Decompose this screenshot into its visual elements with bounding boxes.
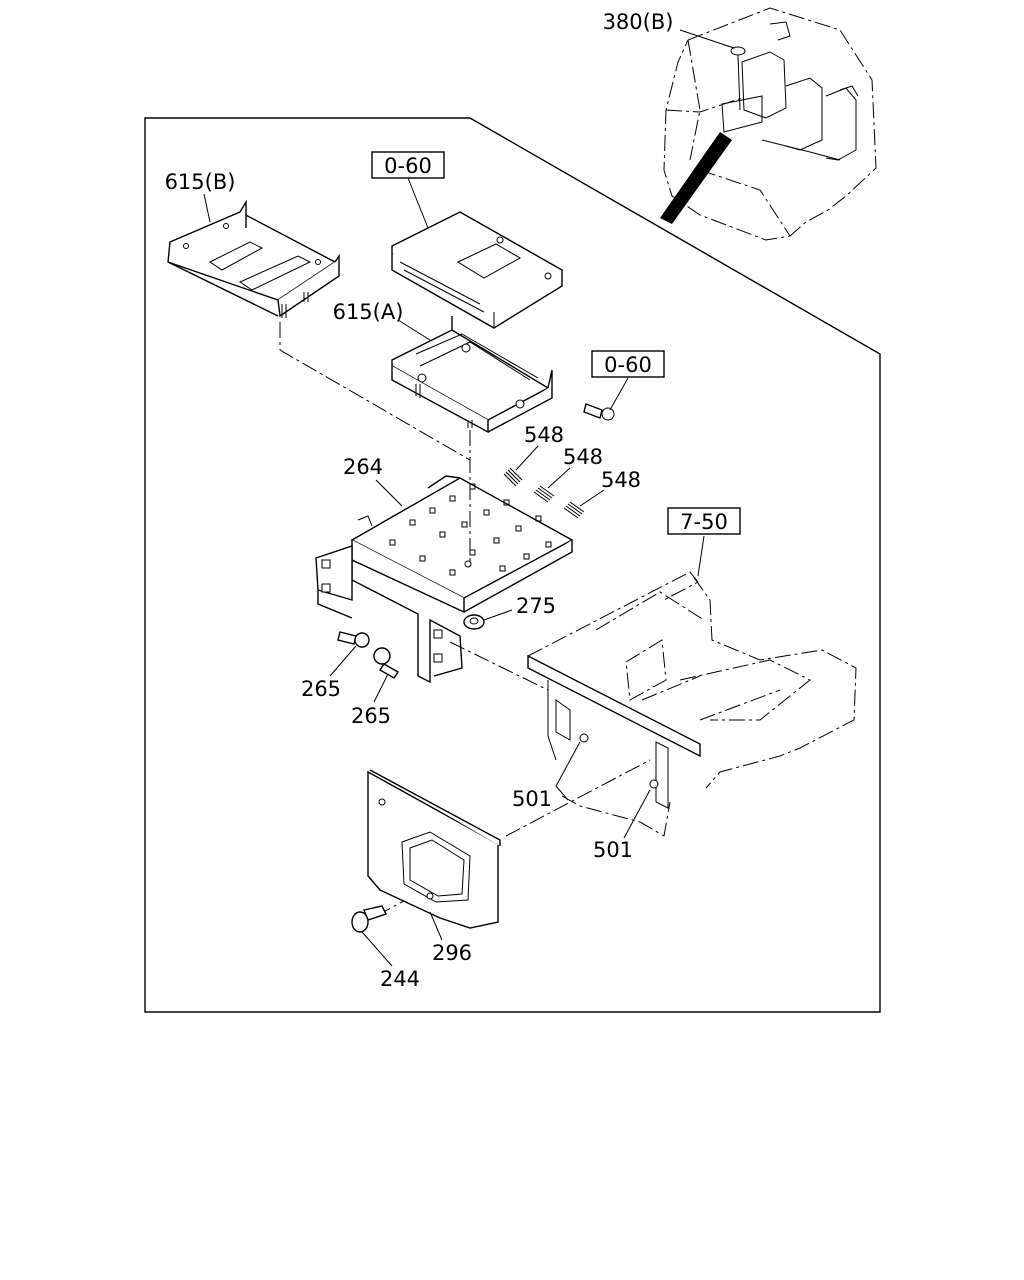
- leader-264: [375, 479, 403, 507]
- callout-548b: 548: [563, 445, 603, 469]
- callout-501a: 501: [512, 787, 552, 811]
- leader-275: [483, 609, 513, 621]
- callout-264: 264: [343, 455, 383, 479]
- dashline-a: [279, 322, 471, 461]
- ecu-unit: [391, 211, 564, 329]
- leader-244: [361, 931, 393, 967]
- callout-265a: 265: [301, 677, 341, 701]
- leader-296: [429, 911, 443, 941]
- dashline-c: [449, 641, 549, 691]
- leader-615b: [203, 193, 211, 223]
- screw-060b: [583, 403, 615, 421]
- ref-label-060a: 0-60: [384, 154, 432, 178]
- ref-label-060b: 0-60: [604, 353, 652, 377]
- bolt-244: [351, 905, 387, 933]
- callout-275: 275: [516, 594, 556, 618]
- callout-380b: 380(B): [603, 10, 674, 34]
- dashline-d: [505, 759, 651, 837]
- callout-615b: 615(B): [165, 170, 236, 194]
- leader-265b: [373, 673, 389, 703]
- leader-060a: [407, 177, 429, 229]
- bracket-264: [315, 475, 574, 684]
- spring-548: [503, 467, 585, 519]
- ref-box-060a: [371, 151, 445, 179]
- callout-265b: 265: [351, 704, 391, 728]
- cover-296: [367, 769, 501, 929]
- leader-265a: [329, 645, 357, 677]
- cab-thumbnail: [660, 7, 877, 241]
- ref-box-750: [667, 507, 741, 535]
- leader-750: [697, 535, 705, 577]
- leader-548a: [515, 445, 539, 471]
- ref-box-060b: [591, 350, 665, 378]
- leader-501a2: [555, 785, 569, 801]
- leader-501b: [623, 789, 651, 839]
- screw-265a: [337, 631, 370, 648]
- leader-615a: [397, 319, 431, 341]
- diagram-frame: [144, 117, 881, 1013]
- bracket-615b: [167, 199, 340, 318]
- bracket-615a: [391, 316, 553, 434]
- callout-548a: 548: [524, 423, 564, 447]
- callout-244: 244: [380, 967, 420, 991]
- leader-060b: [609, 377, 629, 411]
- callout-296: 296: [432, 941, 472, 965]
- leader-548b: [547, 467, 571, 489]
- callout-548c: 548: [601, 468, 641, 492]
- screw-265b: [373, 647, 399, 679]
- callout-501b: 501: [593, 838, 633, 862]
- floor-panel: [527, 571, 857, 837]
- callout-615a: 615(A): [333, 300, 404, 324]
- leader-548c: [579, 489, 605, 507]
- ref-label-750: 7-50: [680, 510, 728, 534]
- nut-275: [463, 614, 485, 630]
- leader-501a: [555, 741, 581, 787]
- leader-380b: [679, 29, 735, 49]
